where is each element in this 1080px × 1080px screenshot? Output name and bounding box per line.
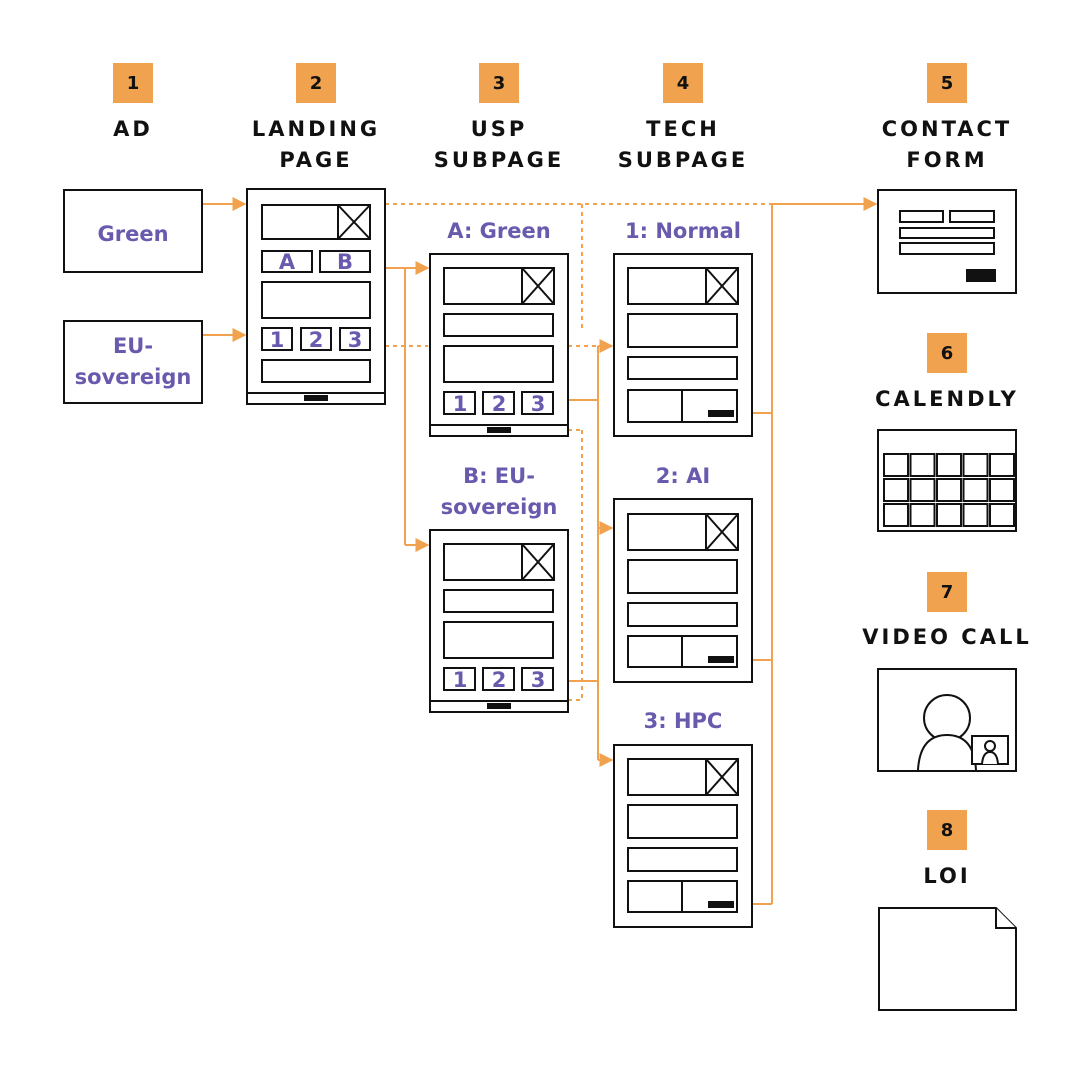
step-5-number: 5 bbox=[927, 63, 967, 103]
ad-eu-sovereign[interactable] bbox=[63, 320, 203, 404]
calendar-day-cell bbox=[989, 478, 1015, 502]
step-6-number: 6 bbox=[927, 333, 967, 373]
step-4-title: TECH SUBPAGE bbox=[617, 117, 749, 172]
document-icon bbox=[878, 907, 1017, 1011]
step-3-title: USP SUBPAGE bbox=[433, 117, 565, 172]
step-8-title: LOI bbox=[923, 864, 971, 888]
calendar-grid bbox=[883, 453, 1015, 527]
step-1-title: AD bbox=[113, 117, 153, 141]
usp-b-option-1: 1 bbox=[453, 668, 468, 692]
calendar-day-cell bbox=[883, 478, 909, 502]
calendar-day-cell bbox=[989, 503, 1015, 527]
tech-3-wireframe bbox=[613, 744, 753, 928]
calendar-day-cell bbox=[909, 503, 936, 527]
step-4-number: 4 bbox=[663, 63, 703, 103]
step-2-number: 2 bbox=[296, 63, 336, 103]
calendar-day-cell bbox=[936, 503, 962, 527]
landing-option-2: 2 bbox=[309, 328, 324, 352]
landing-page-wireframe bbox=[246, 188, 386, 405]
usp-a-option-3: 3 bbox=[531, 392, 546, 416]
step-3-number: 3 bbox=[479, 63, 519, 103]
calendar-day-cell bbox=[909, 453, 936, 477]
ad-eu-sovereign-label: EU- sovereign bbox=[74, 334, 192, 389]
calendar-day-cell bbox=[883, 503, 909, 527]
step-5-title: CONTACT FORM bbox=[881, 117, 1013, 172]
usp-a-option-1: 1 bbox=[453, 392, 468, 416]
calendar-day-cell bbox=[909, 478, 936, 502]
usp-a-wireframe bbox=[429, 253, 569, 437]
usp-b-option-2: 2 bbox=[492, 668, 507, 692]
step-1-number: 1 bbox=[113, 63, 153, 103]
step-2-title: LANDING PAGE bbox=[251, 117, 381, 172]
landing-tab-a: A bbox=[279, 250, 296, 274]
tech-3-title: 3: HPC bbox=[643, 709, 723, 733]
step-8-number: 8 bbox=[927, 810, 967, 850]
step-6-title: CALENDLY bbox=[875, 387, 1019, 411]
usp-a-title: A: Green bbox=[447, 219, 551, 243]
ad-green-label: Green bbox=[97, 222, 169, 246]
calendar-day-cell bbox=[962, 453, 989, 477]
tech-2-wireframe bbox=[613, 498, 753, 683]
calendar-day-cell bbox=[989, 453, 1015, 477]
dashed-connectors bbox=[385, 203, 772, 701]
step-7-title: VIDEO CALL bbox=[862, 625, 1032, 649]
landing-tab-b: B bbox=[337, 250, 353, 274]
usp-b-title: B: EU- sovereign bbox=[440, 464, 558, 519]
contact-form-wireframe bbox=[877, 189, 1017, 294]
calendar-day-cell bbox=[936, 453, 962, 477]
tech-2-title: 2: AI bbox=[655, 464, 711, 488]
usp-b-option-3: 3 bbox=[531, 668, 546, 692]
calendar-day-cell bbox=[883, 453, 909, 477]
ad-green[interactable] bbox=[63, 189, 203, 273]
calendar-day-cell bbox=[936, 478, 962, 502]
usp-a-option-2: 2 bbox=[492, 392, 507, 416]
landing-option-3: 3 bbox=[348, 328, 363, 352]
tech-1-title: 1: Normal bbox=[625, 219, 741, 243]
landing-option-1: 1 bbox=[270, 328, 285, 352]
video-call-wireframe bbox=[877, 668, 1017, 772]
calendar-day-cell bbox=[962, 478, 989, 502]
calendar-day-cell bbox=[962, 503, 989, 527]
usp-b-wireframe bbox=[429, 529, 569, 713]
tech-1-wireframe bbox=[613, 253, 753, 437]
step-7-number: 7 bbox=[927, 572, 967, 612]
